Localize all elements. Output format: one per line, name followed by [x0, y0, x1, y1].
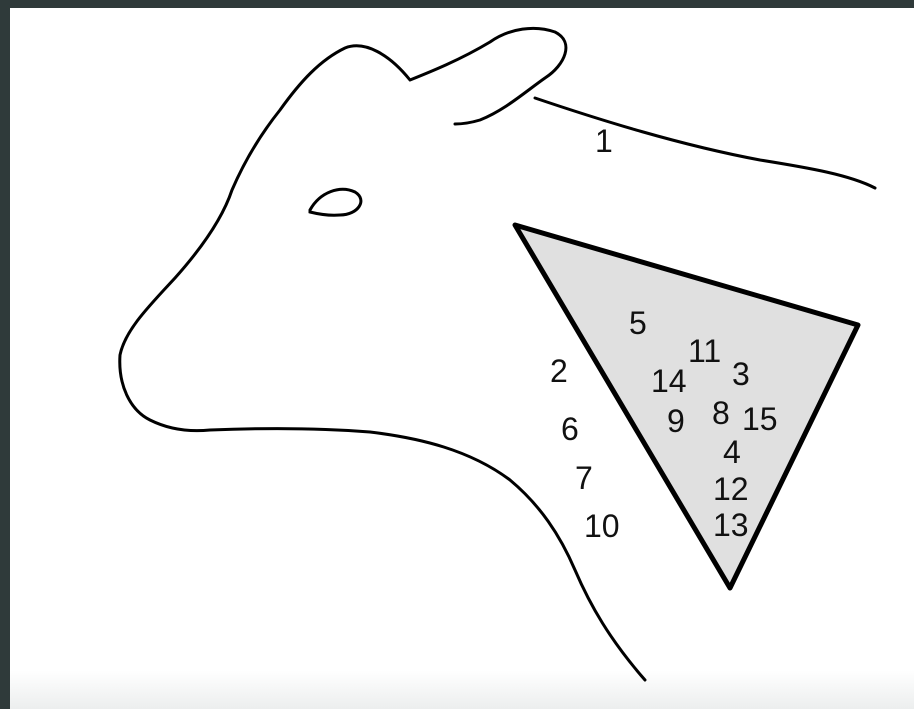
label-8: 8 — [712, 395, 730, 431]
neck-top-outline — [535, 98, 875, 188]
label-2: 2 — [550, 353, 568, 389]
shaded-triangle — [515, 225, 858, 588]
label-7: 7 — [575, 460, 593, 496]
label-4: 4 — [723, 434, 741, 470]
label-1: 1 — [595, 123, 613, 159]
label-14: 14 — [651, 363, 687, 399]
label-12: 12 — [713, 471, 749, 507]
label-10: 10 — [584, 508, 620, 544]
label-5: 5 — [629, 305, 647, 341]
label-13: 13 — [713, 507, 749, 543]
label-3: 3 — [732, 356, 750, 392]
label-9: 9 — [667, 403, 685, 439]
label-11: 11 — [688, 333, 721, 369]
label-15: 15 — [742, 401, 778, 437]
label-6: 6 — [561, 411, 579, 447]
cow-eye — [310, 189, 361, 215]
